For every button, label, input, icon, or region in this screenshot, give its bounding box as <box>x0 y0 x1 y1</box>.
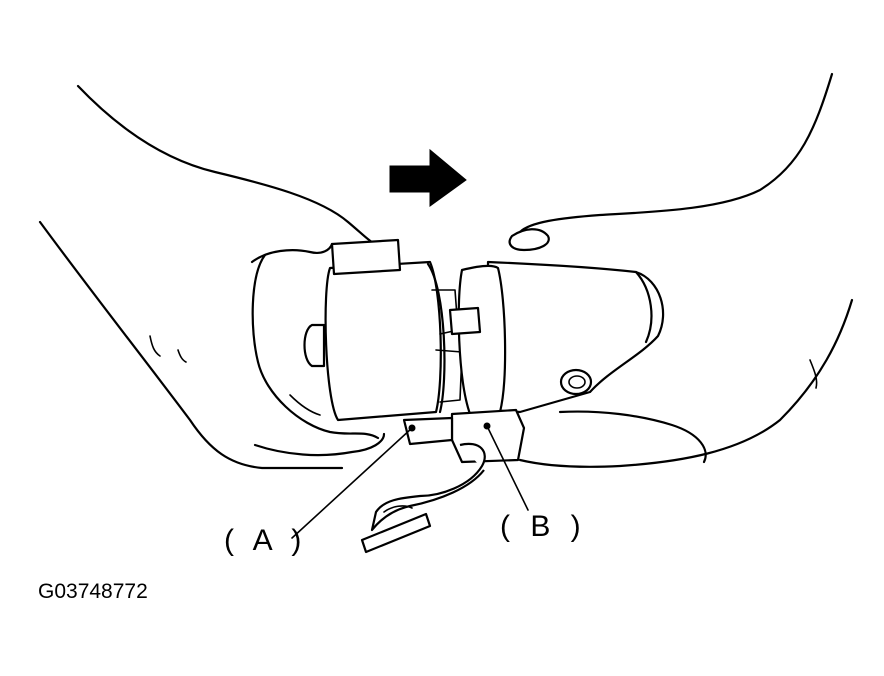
left-palm <box>251 253 380 440</box>
left-housing-top-tab <box>330 238 402 276</box>
right-hand-upper-outline <box>518 72 834 234</box>
shaft-pin <box>448 306 482 336</box>
right-palm <box>558 410 707 464</box>
right-thumb <box>508 228 550 252</box>
clip-a-latch <box>402 416 454 446</box>
left-thumb <box>250 242 334 264</box>
right-housing-hole-inner <box>568 375 586 389</box>
left-finger-line-1 <box>149 335 161 357</box>
left-housing-body <box>324 260 442 422</box>
callout-a-label: ( A ) <box>224 524 308 557</box>
right-housing-body <box>486 260 665 414</box>
callout-a-leader <box>291 427 413 539</box>
direction-arrow-icon <box>389 148 467 207</box>
right-housing-hole <box>559 368 593 396</box>
right-housing-end <box>634 270 653 344</box>
flat-tool <box>360 512 432 554</box>
clip-b-body <box>450 408 526 464</box>
right-housing-face <box>457 264 507 416</box>
left-housing-rim <box>426 262 446 414</box>
left-finger-line-3 <box>289 394 321 416</box>
left-hand-upper-outline <box>76 84 374 244</box>
callout-b-label: ( B ) <box>500 510 587 543</box>
right-hand-lower-outline <box>518 298 854 468</box>
left-finger-line-2 <box>177 349 187 363</box>
right-finger-line <box>809 359 818 389</box>
figure-id: G03748772 <box>38 580 148 603</box>
finger-nail <box>383 505 413 513</box>
callout-b-leader <box>486 425 529 511</box>
left-housing-boss <box>303 323 326 368</box>
left-lower-finger <box>253 432 386 457</box>
left-hand-lower-outline <box>38 220 344 470</box>
pointing-finger <box>370 442 486 532</box>
